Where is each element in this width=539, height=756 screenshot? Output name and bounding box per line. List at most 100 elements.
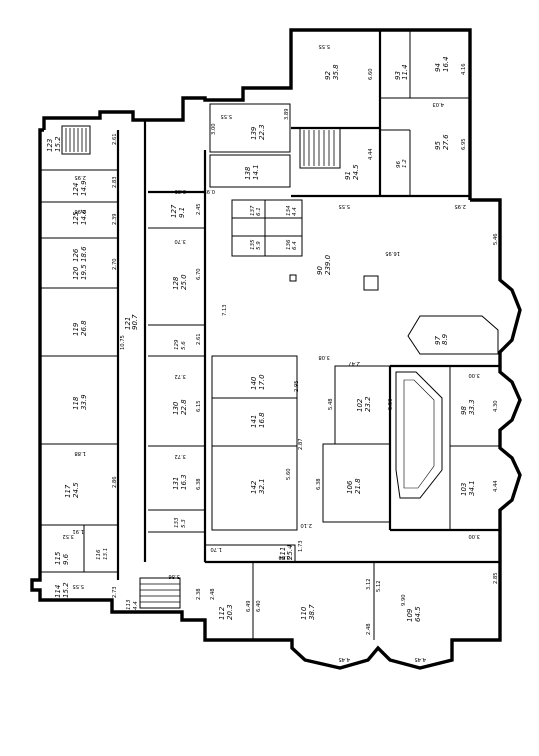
dim-label: 2.95 [294, 380, 300, 392]
room-label-134: 134 4.4 [286, 205, 298, 216]
north-east-block [291, 30, 470, 198]
dim-label: 4.45 [338, 656, 350, 662]
room-label-119: 119 26.8 [72, 320, 88, 336]
dim-label: 3.00 [468, 372, 480, 378]
dim-label: 1.91 [72, 528, 84, 534]
room-label-124: 124 14.9 [72, 180, 88, 196]
room-label-131: 131 16.3 [172, 474, 188, 490]
room-label-141: 141 16.8 [250, 412, 266, 428]
svg-text:130: 130 [172, 401, 180, 415]
svg-text:239.0: 239.0 [324, 254, 332, 275]
svg-text:136: 136 [286, 239, 292, 250]
dim-label: 6.70 [196, 268, 202, 280]
room-label-114: 114 15.2 [54, 582, 70, 598]
dim-label: 3.85 [174, 188, 186, 194]
dim-label: 10.75 [120, 335, 126, 350]
svg-text:33.9: 33.9 [80, 394, 88, 410]
svg-text:119: 119 [72, 322, 80, 336]
room-label-113: 113 4.4 [126, 599, 139, 610]
svg-text:22.3: 22.3 [258, 124, 266, 140]
svg-text:93: 93 [394, 71, 402, 80]
svg-text:17.0: 17.0 [258, 374, 266, 390]
room-label-91: 91 24.5 [344, 164, 360, 180]
dim-label: 2.48 [366, 623, 372, 635]
svg-text:11.4: 11.4 [401, 64, 409, 80]
room-label-94: 94 16.4 [434, 56, 450, 72]
svg-text:35.8: 35.8 [332, 64, 340, 80]
svg-text:128: 128 [172, 276, 180, 290]
dim-label: 5.60 [286, 468, 292, 480]
svg-text:14.1: 14.1 [252, 164, 260, 180]
room-label-121: 121 90.7 [124, 314, 139, 330]
outer-walls [30, 28, 522, 670]
dim-label: 2.39 [112, 213, 118, 225]
dim-label: 2.47 [348, 360, 360, 366]
east-block [204, 274, 500, 640]
west-wing-wall [42, 28, 472, 200]
svg-text:25.0: 25.0 [180, 274, 188, 290]
svg-text:141: 141 [250, 415, 258, 428]
svg-text:24.5: 24.5 [352, 164, 360, 180]
room-label-110: 110 38.7 [300, 604, 316, 620]
room-label-106: 106 21.8 [346, 478, 362, 494]
dim-label: 2.87 [298, 438, 304, 450]
svg-text:5.6: 5.6 [181, 341, 187, 350]
svg-text:94: 94 [434, 63, 442, 72]
svg-text:140: 140 [250, 376, 258, 390]
svg-text:124: 124 [72, 183, 80, 196]
dim-label: 3.00 [211, 123, 217, 135]
svg-text:96: 96 [396, 161, 402, 168]
svg-text:16.4: 16.4 [442, 56, 450, 72]
room-label-138: 138 14.1 [244, 164, 260, 180]
dim-label: 3.70 [174, 238, 186, 244]
svg-text:121: 121 [124, 317, 132, 330]
svg-text:92: 92 [324, 71, 332, 80]
dim-label: 6.95 [461, 138, 467, 150]
room-label-127: 127 9.1 [170, 204, 186, 218]
dim-label: 3.52 [62, 533, 74, 539]
room-label-128: 128 25.0 [172, 274, 188, 290]
svg-text:90: 90 [316, 266, 324, 275]
dim-label: 9.90 [401, 594, 407, 606]
svg-text:25.4: 25.4 [286, 544, 294, 560]
room-label-137: 137 6.1 [250, 205, 262, 216]
room-label-112: 112 20.3 [218, 604, 234, 620]
dim-label: 2.10 [300, 522, 312, 528]
svg-text:97: 97 [434, 336, 442, 345]
dim-label: 6.60 [368, 68, 374, 80]
room-label-133: 133 5.3 [174, 517, 187, 528]
room-label-92: 92 35.8 [324, 64, 340, 80]
svg-text:95: 95 [434, 141, 442, 150]
svg-text:20.3: 20.3 [226, 604, 234, 620]
svg-text:98: 98 [460, 406, 468, 415]
svg-text:16.8: 16.8 [258, 412, 266, 428]
svg-text:4.4: 4.4 [133, 601, 139, 610]
svg-text:27.6: 27.6 [442, 134, 450, 150]
svg-text:91: 91 [344, 171, 352, 180]
dim-label: 3.89 [284, 108, 290, 120]
room-label-125: 125 14.6 [72, 209, 88, 225]
dim-label: 5.46 [493, 233, 499, 245]
room-label-136: 136 6.4 [286, 239, 298, 250]
dim-label: 5.59 [388, 398, 394, 410]
dim-label: 2.85 [493, 572, 499, 584]
svg-text:126: 126 [72, 248, 80, 262]
svg-text:14.6: 14.6 [80, 209, 88, 225]
dim-label: 5.55 [72, 583, 84, 589]
svg-text:6.4: 6.4 [292, 241, 298, 250]
svg-text:115: 115 [54, 551, 62, 565]
dim-label: 3.00 [468, 533, 480, 539]
room-label-123: 123 15.2 [46, 136, 62, 152]
dim-label: 5.48 [328, 398, 334, 410]
room-label-135: 135 5.9 [250, 239, 262, 250]
room-label-129: 129 5.6 [174, 339, 187, 350]
svg-text:118: 118 [72, 396, 80, 410]
dim-label: 6.38 [316, 478, 322, 490]
dim-label: 4.30 [493, 400, 499, 412]
dim-label: 4.45 [414, 656, 426, 662]
dim-label: 3.72 [174, 453, 186, 459]
dim-label: 4.03 [432, 101, 444, 107]
svg-text:64.5: 64.5 [414, 606, 422, 622]
room-label-90: 90 239.0 [316, 254, 332, 275]
svg-text:13.1: 13.1 [103, 548, 109, 560]
